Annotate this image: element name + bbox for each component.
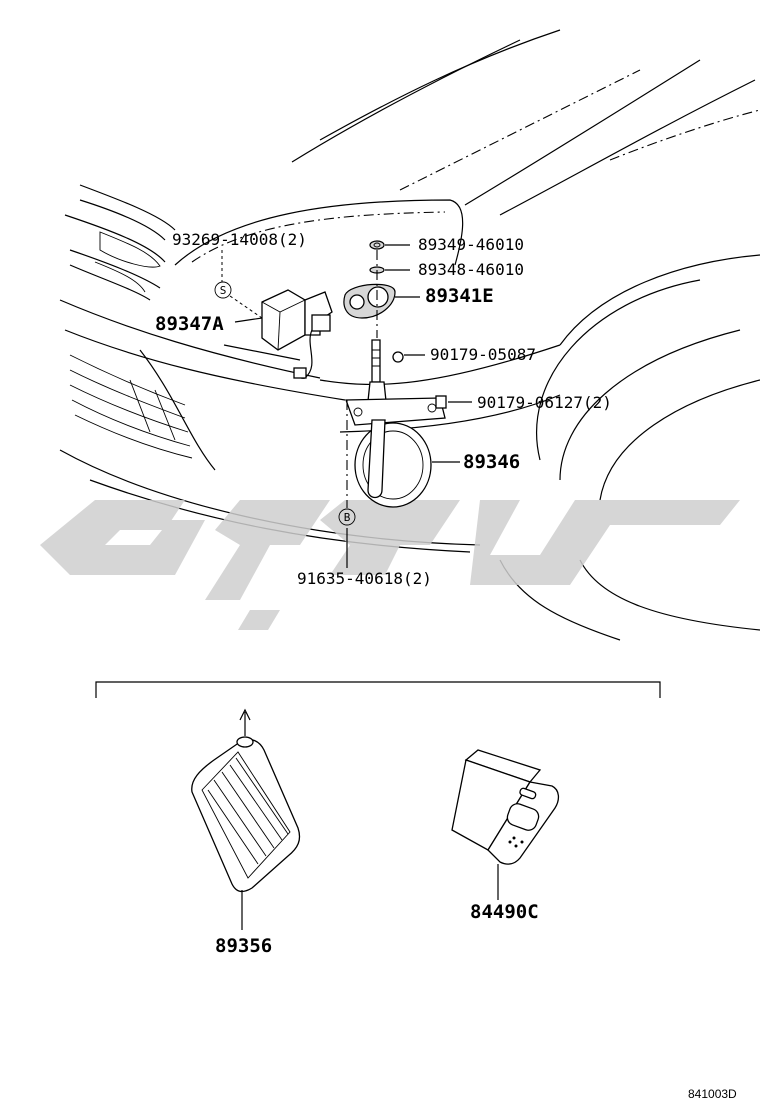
callout-90179-06127: 90179-06127(2)	[477, 393, 612, 412]
horn-relay-module	[261, 289, 333, 379]
callout-89347A: 89347A	[155, 313, 224, 335]
horn-assembly	[345, 339, 447, 508]
callout-90179-05087: 90179-05087	[430, 345, 536, 364]
leader-lines	[221, 244, 472, 568]
callout-91635-40618: 91635-40618(2)	[297, 569, 432, 588]
callout-89356: 89356	[215, 935, 272, 957]
marker-b: B	[338, 508, 356, 526]
marker-s: S	[214, 281, 232, 299]
horn-switch	[451, 749, 560, 900]
callout-89346: 89346	[463, 451, 520, 473]
horn-emblem	[343, 283, 396, 319]
callout-89341E: 89341E	[425, 285, 494, 307]
callout-89349-46010: 89349-46010	[418, 235, 524, 254]
callout-89348-46010: 89348-46010	[418, 260, 524, 279]
callout-84490C: 84490C	[470, 901, 539, 923]
figure-code: 841003D	[688, 1087, 737, 1101]
callout-93269-14008: 93269-14008(2)	[172, 230, 307, 249]
marker-s-label: S	[220, 284, 227, 297]
watermark-logo	[40, 500, 740, 630]
marker-b-label: B	[344, 511, 351, 524]
horn-pad-insert	[191, 708, 301, 930]
group-bracket	[95, 681, 661, 698]
